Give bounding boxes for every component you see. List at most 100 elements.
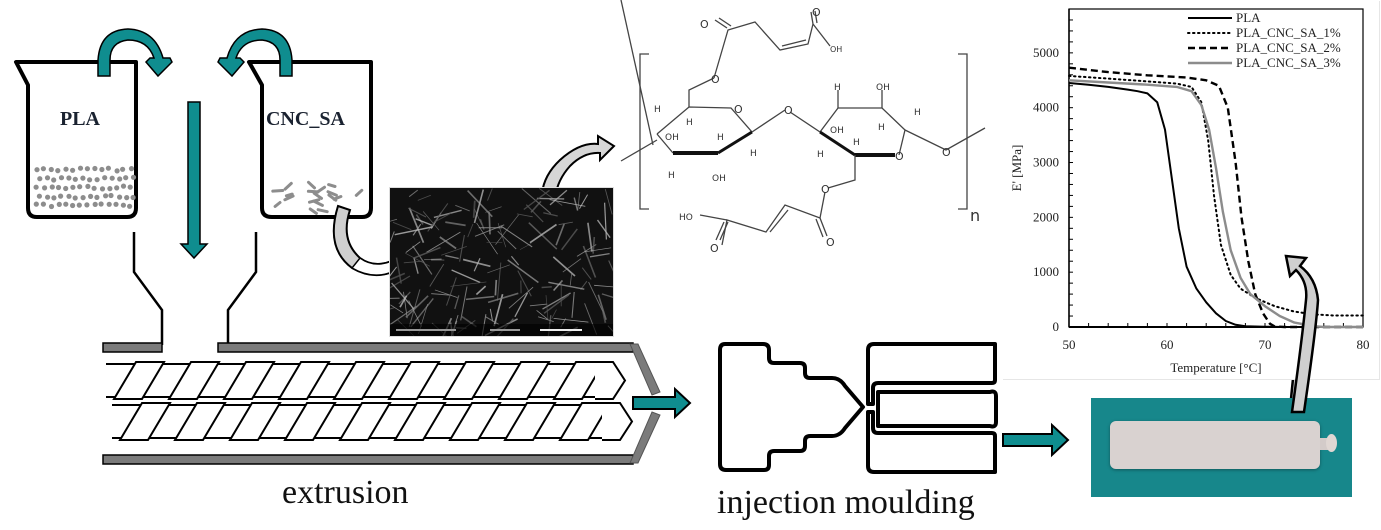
pla-pellet (70, 184, 76, 190)
sem-fiber (405, 252, 431, 267)
sem-fiber (485, 316, 500, 326)
cnc-crystal (273, 201, 282, 208)
screw-flight (228, 402, 282, 441)
sem-fiber (431, 293, 452, 296)
pla-pellet (56, 201, 62, 207)
series-line-pla-cnc-sa-2- (1068, 66, 1363, 329)
sem-fiber (434, 212, 452, 223)
sem-fiber (434, 289, 458, 298)
pla-pellet (40, 166, 47, 172)
sem-fiber (487, 292, 519, 304)
sem-fiber (551, 309, 557, 319)
pla-pellet (72, 176, 78, 182)
specimen-bar (1110, 421, 1320, 469)
sem-fiber (405, 295, 429, 318)
pla-pellet (37, 176, 43, 182)
sem-fiber (424, 259, 445, 261)
sem-fiber (390, 218, 398, 222)
pla-pellets (33, 165, 137, 210)
pla-pellet (88, 193, 94, 199)
sem-fiber (579, 194, 589, 209)
sem-info-bar (390, 324, 613, 336)
pla-pellet (105, 165, 111, 171)
pla-pellet (128, 166, 135, 172)
sem-fiber (392, 221, 412, 231)
sem-fiber (555, 223, 565, 246)
series-line-pla-cnc-sa-1- (1068, 74, 1364, 317)
sem-fiber (571, 291, 575, 318)
sem-fibers (390, 188, 613, 336)
pla-pellet (91, 185, 97, 191)
extrusion-label: extrusion (282, 474, 409, 511)
cnc-crystal (284, 192, 294, 198)
sem-fiber (408, 207, 425, 244)
sem-fiber (521, 188, 552, 215)
screw-flight (222, 361, 276, 400)
screw-flight (448, 402, 502, 441)
cnc-sa-beaker-label: CNC_SA (266, 108, 345, 130)
sem-fiber (394, 226, 433, 236)
sem-fiber (408, 189, 419, 198)
y-tick-label: 4000 (1033, 100, 1059, 115)
pla-pellet (51, 195, 57, 201)
cnc-crystal (327, 183, 337, 188)
screw-flight (118, 402, 172, 441)
pla-pellet (114, 168, 120, 174)
sem-fiber (390, 304, 404, 314)
sem-fiber (473, 208, 483, 225)
sem-fiber (588, 281, 604, 312)
sem-fiber (450, 281, 487, 287)
sem-fiber (549, 199, 586, 207)
y-tick-label: 3000 (1033, 155, 1059, 170)
sem-fiber (429, 263, 445, 287)
sem-fiber (493, 293, 504, 327)
sem-fiber (455, 204, 470, 212)
sem-fiber (608, 260, 613, 272)
sem-fiber (569, 273, 572, 286)
sem-fiber (592, 236, 596, 254)
pla-pellet (51, 177, 57, 183)
pla-pellet (92, 165, 98, 172)
teal-curved-arrow-right (217, 28, 293, 78)
sem-fiber (445, 221, 466, 227)
sem-fiber (577, 192, 581, 211)
sem-fiber (562, 258, 582, 273)
screw-flight (283, 402, 337, 441)
sem-fiber (465, 295, 495, 301)
sem-fiber (517, 270, 532, 297)
screw-flight (497, 361, 551, 400)
sem-fiber (462, 258, 491, 268)
pla-pellet (94, 194, 100, 200)
pla-pellet (63, 166, 69, 172)
sem-fiber (494, 279, 498, 296)
pla-beaker-label: PLA (60, 108, 100, 130)
sem-fiber (413, 257, 419, 274)
y-tick-label: 2000 (1033, 209, 1059, 224)
pla-pellet (45, 194, 51, 200)
sem-fiber (548, 281, 585, 290)
screw-flight (387, 361, 441, 400)
cnc-sa-crystals (271, 180, 364, 215)
pla-pellet (87, 177, 93, 183)
sem-fiber (597, 294, 607, 321)
screw-tip (602, 402, 634, 441)
pla-pellet (72, 195, 78, 201)
sem-fiber (391, 282, 415, 310)
sem-fiber (390, 305, 417, 326)
cnc-crystal (326, 190, 338, 197)
sem-fiber (528, 222, 558, 250)
pla-pellet (108, 192, 114, 199)
pla-pellet (76, 202, 82, 208)
x-axis-label: Temperature [°C] (1170, 360, 1261, 375)
pla-pellet (58, 175, 65, 181)
screw-tip (595, 361, 627, 400)
sem-fiber (439, 236, 457, 250)
sem-fiber (405, 241, 421, 253)
pla-pellet (55, 184, 62, 191)
cnc-crystal (354, 188, 364, 197)
series-line-pla-cnc-sa-3- (1068, 79, 1363, 329)
teal-right-arrow-extrusion (632, 386, 692, 420)
x-tick-label: 80 (1357, 337, 1370, 352)
teal-curved-arrow-left (97, 28, 173, 78)
